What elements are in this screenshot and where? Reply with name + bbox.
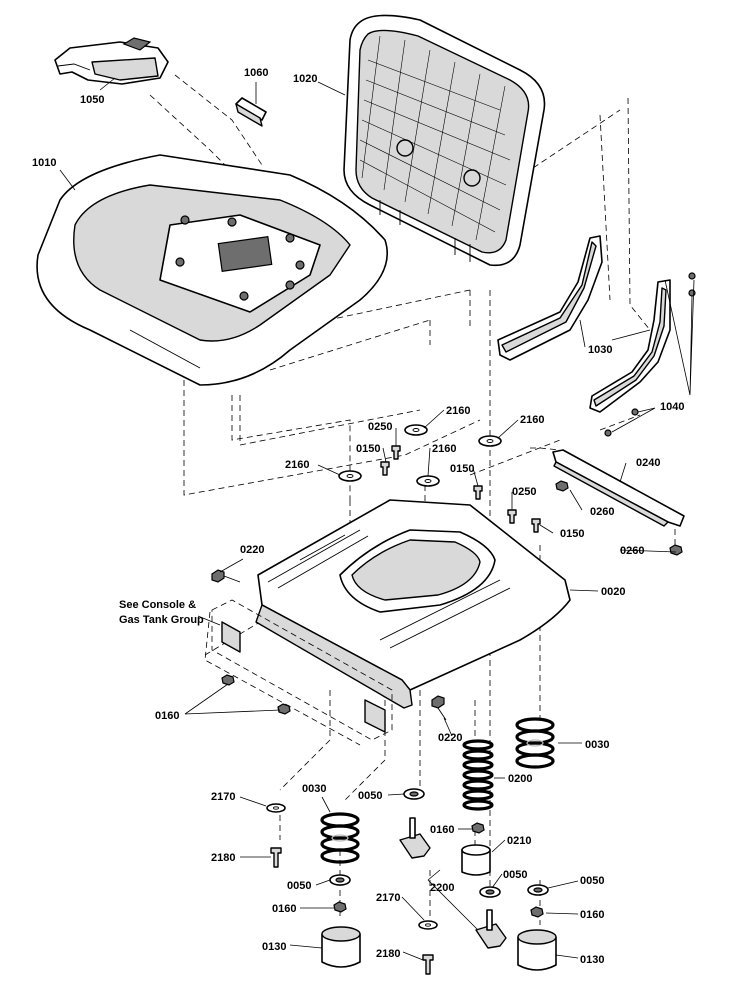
label-2160-left: 2160: [285, 459, 309, 471]
washers-and-bolts-upper: [338, 424, 541, 533]
part-1050-handle: [54, 37, 169, 85]
label-0050-left: 0050: [287, 880, 311, 892]
label-see-console-line1: See Console &: [119, 599, 196, 611]
label-2160-upper-left: 2160: [446, 405, 470, 417]
label-0210: 0210: [507, 835, 531, 847]
label-0020: 0020: [601, 586, 625, 598]
part-2170-washers: [266, 803, 438, 930]
label-0250-lower: 0250: [512, 486, 536, 498]
part-0260-nuts: [555, 480, 683, 556]
label-0030-right: 0030: [585, 739, 609, 751]
part-0030-springs: [320, 717, 555, 864]
label-0260-upper: 0260: [590, 506, 614, 518]
label-0260-lower: 0260: [620, 545, 644, 557]
label-0050-upper: 0050: [358, 790, 382, 802]
label-2160-middle: 2160: [432, 443, 456, 455]
label-2170-left: 2170: [211, 791, 235, 803]
label-0160-console: 0160: [155, 710, 179, 722]
label-0240: 0240: [636, 457, 660, 469]
label-0160-lower-right: 0160: [580, 909, 604, 921]
part-1030-brackets: [497, 235, 671, 413]
label-0160-lower-left: 0160: [272, 903, 296, 915]
label-1040: 1040: [660, 401, 684, 413]
part-0240-rail: [552, 449, 685, 527]
label-0160-middle: 0160: [430, 824, 454, 836]
part-0130-isolators: [321, 926, 557, 971]
label-2180-right: 2180: [376, 948, 400, 960]
part-1010-seat-cushion: [36, 154, 389, 386]
label-0150-left: 0150: [356, 443, 380, 455]
label-0030-left: 0030: [302, 783, 326, 795]
part-0020-seat-pan: [255, 499, 571, 709]
label-2170-right: 2170: [376, 892, 400, 904]
label-0250-upper: 0250: [368, 421, 392, 433]
part-0220-bolts: [211, 569, 447, 721]
label-0130-right: 0130: [580, 954, 604, 966]
part-1020-seat-back: [343, 14, 546, 267]
part-2180-bolts: [270, 847, 434, 975]
part-0200-tall-spring: [462, 739, 494, 811]
label-0050-right: 0050: [580, 875, 604, 887]
label-1060: 1060: [244, 67, 268, 79]
label-0150-middle: 0150: [450, 463, 474, 475]
label-0150-right: 0150: [560, 528, 584, 540]
label-0200: 0200: [508, 773, 532, 785]
label-0220-left: 0220: [240, 544, 264, 556]
label-1030: 1030: [588, 344, 612, 356]
label-see-console-line2: Gas Tank Group: [119, 614, 204, 626]
console-bracket: [204, 599, 393, 746]
label-1010: 1010: [32, 157, 56, 169]
part-1060-pad: [235, 97, 267, 127]
part-0050-washers: [329, 788, 549, 898]
label-2200: 2200: [430, 882, 454, 894]
label-1050: 1050: [80, 94, 104, 106]
label-2160-upper-right: 2160: [520, 414, 544, 426]
label-1020: 1020: [293, 73, 317, 85]
part-number-labels: 1050 1060 1020 1010 1030 1040 0250 2160 …: [32, 67, 684, 966]
part-2200-studs: [399, 817, 507, 949]
label-0050-middle: 0050: [503, 869, 527, 881]
label-0220-lower: 0220: [438, 732, 462, 744]
part-0160-nuts: [221, 674, 544, 918]
leader-lines: [59, 77, 695, 961]
part-0210-bumper: [461, 844, 491, 876]
label-0130-left: 0130: [262, 941, 286, 953]
label-2180-left: 2180: [211, 852, 235, 864]
